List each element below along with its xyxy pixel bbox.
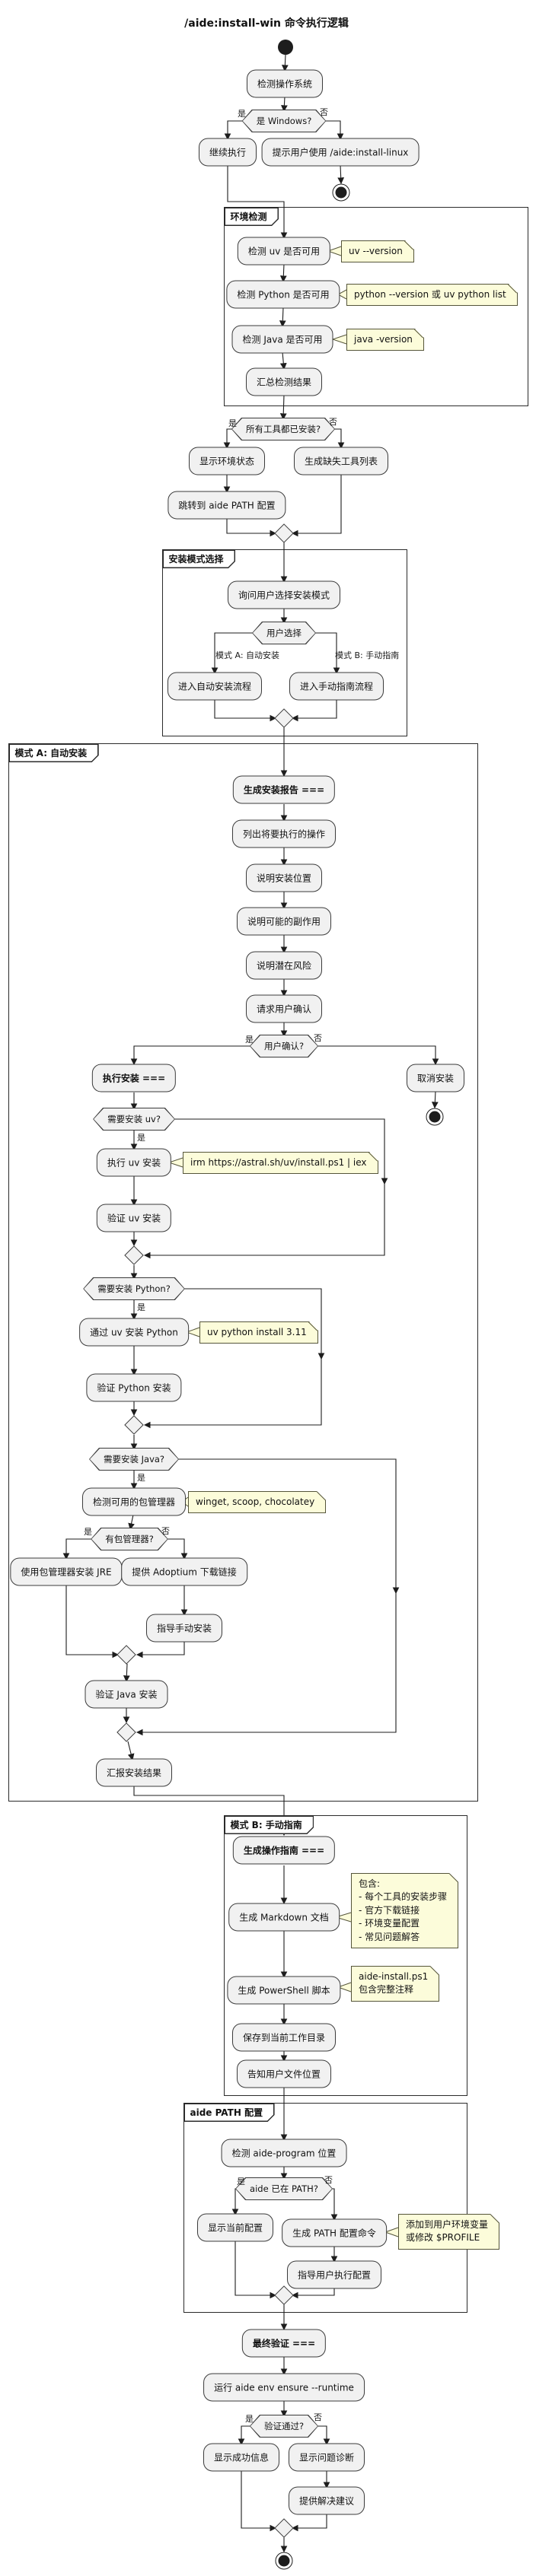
activity-verify-java: 验证 Java 安装: [85, 1680, 168, 1709]
edge-label-yes-confirm: 是: [245, 1035, 254, 1045]
start-node: [278, 40, 293, 55]
note-path-config: 添加到用户环境变量 或修改 $PROFILE: [398, 2214, 500, 2250]
activity-continue-exec: 继续执行: [198, 138, 257, 167]
activity-guide-config: 指导用户执行配置: [286, 2260, 382, 2289]
edge-label-yes-python: 是: [137, 1302, 145, 1312]
activity-cancel-install: 取消安装: [406, 1064, 465, 1092]
activity-check-java: 检测 Java 是否可用: [231, 325, 333, 354]
activity-gen-report: 生成安装报告 ===: [232, 775, 336, 804]
partition-tab-mode-select: 安装模式选择: [162, 549, 235, 568]
activity-check-python: 检测 Python 是否可用: [226, 280, 340, 309]
activity-tell-location: 告知用户文件位置: [236, 2059, 332, 2088]
edge-label-no-all-installed: 否: [329, 417, 337, 427]
decision-verify-pass: 验证通过?: [250, 2415, 318, 2438]
edge-label-no-pkgmgr: 否: [161, 1526, 170, 1536]
decision-is-windows: 是 Windows?: [242, 110, 327, 132]
activity-detect-os: 检测操作系统: [246, 69, 324, 98]
activity-explain-risk: 说明潜在风险: [245, 951, 323, 980]
partition-tab-mode-b: 模式 B: 手动指南: [224, 1815, 314, 1834]
decision-need-python: 需要安装 Python?: [83, 1277, 185, 1300]
edge-label-mode-b: 模式 B: 手动指南: [335, 650, 400, 660]
note-python-version: python --version 或 uv python list: [346, 284, 518, 307]
activity-summarize: 汇总检测结果: [245, 367, 323, 396]
partition-mode-select: [162, 549, 407, 736]
activity-gen-path-cmd: 生成 PATH 配置命令: [282, 2218, 387, 2247]
partition-tab-mode-a: 模式 A: 自动安装: [8, 743, 99, 762]
activity-show-diag: 显示问题诊断: [288, 2443, 365, 2472]
activity-explain-side: 说明可能的副作用: [236, 907, 332, 936]
note-uv-version: uv --version: [341, 240, 414, 263]
note-uv-install-cmd: irm https://astral.sh/uv/install.ps1 | i…: [183, 1152, 378, 1175]
activity-report-result: 汇报安装结果: [95, 1758, 173, 1787]
activity-install-uv: 执行 uv 安装: [96, 1148, 172, 1177]
edge-label-yes-in-path: 是: [237, 2177, 245, 2186]
activity-detect-aide: 检测 aide-program 位置: [221, 2139, 347, 2167]
decision-need-uv: 需要安装 uv?: [93, 1108, 175, 1131]
edge-label-no-in-path: 否: [324, 2175, 333, 2185]
note-uv-python-cmd: uv python install 3.11: [199, 1321, 318, 1344]
activity-detect-pkgmgr: 检测可用的包管理器: [81, 1487, 187, 1516]
decision-user-confirm: 用户确认?: [250, 1035, 318, 1057]
note-pkg-managers: winget, scoop, chocolatey: [188, 1491, 327, 1514]
partition-mode-a: [8, 743, 478, 1802]
activity-ask-mode: 询问用户选择安装模式: [227, 580, 341, 609]
decision-user-choice: 用户选择: [252, 622, 316, 644]
decision-has-pkgmgr: 有包管理器?: [91, 1528, 168, 1550]
activity-verify-uv: 验证 uv 安装: [96, 1204, 172, 1232]
partition-mode-b: [224, 1815, 467, 2096]
activity-exec-install: 执行安装 ===: [91, 1064, 177, 1092]
end-node-final: [275, 2552, 293, 2570]
activity-enter-auto: 进入自动安装流程: [167, 672, 263, 701]
note-md-contents: 包含: - 每个工具的安装步骤 - 官方下载链接 - 环境变量配置 - 常见问题…: [351, 1873, 459, 1948]
end-node-linux: [332, 183, 350, 202]
end-node-cancel: [426, 1108, 444, 1126]
edge-label-no-windows: 否: [320, 107, 328, 117]
edge-label-yes-java: 是: [137, 1473, 145, 1483]
activity-list-ops: 列出将要执行的操作: [231, 819, 337, 848]
activity-gen-ps1: 生成 PowerShell 脚本: [227, 1976, 341, 2005]
decision-aide-in-path: aide 已在 PATH?: [235, 2177, 333, 2200]
activity-missing-list: 生成缺失工具列表: [293, 447, 389, 475]
activity-gen-markdown: 生成 Markdown 文档: [228, 1903, 340, 1932]
activity-run-ensure: 运行 aide env ensure --runtime: [203, 2373, 365, 2402]
activity-use-linux: 提示用户使用 /aide:install-linux: [261, 138, 420, 167]
note-java-version: java -version: [346, 329, 424, 351]
edge-label-yes-uv: 是: [137, 1133, 145, 1143]
activity-explain-loc: 说明安装位置: [245, 863, 323, 892]
edge-label-mode-a: 模式 A: 自动安装: [215, 650, 280, 660]
partition-tab-aide-path: aide PATH 配置: [183, 2103, 275, 2122]
partition-aide-path: [183, 2103, 467, 2313]
activity-save-cwd: 保存到当前工作目录: [231, 2023, 337, 2052]
activity-show-env: 显示环境状态: [188, 447, 266, 475]
partition-env-check: [224, 207, 528, 406]
activity-check-uv: 检测 uv 是否可用: [237, 237, 331, 266]
edge-label-no-pass: 否: [314, 2412, 322, 2422]
activity-gen-guide: 生成操作指南 ===: [232, 1836, 336, 1865]
activity-guide-manual: 指导手动安装: [145, 1614, 223, 1643]
activity-verify-python: 验证 Python 安装: [86, 1373, 182, 1402]
activity-ask-confirm: 请求用户确认: [245, 994, 323, 1023]
edge-label-yes-all-installed: 是: [228, 418, 237, 428]
activity-final-verify: 最终验证 ===: [241, 2329, 327, 2358]
partition-tab-env-check: 环境检测: [224, 207, 279, 226]
activity-install-python: 通过 uv 安装 Python: [79, 1318, 189, 1347]
diagram-title: /aide:install-win 命令执行逻辑: [184, 17, 349, 30]
edge-label-yes-pkgmgr: 是: [84, 1527, 92, 1537]
note-ps1: aide-install.ps1 包含完整注释: [351, 1966, 440, 2002]
activity-offer-fix: 提供解决建议: [288, 2486, 365, 2515]
activity-enter-manual: 进入手动指南流程: [289, 672, 384, 701]
activity-show-config: 显示当前配置: [196, 2213, 274, 2242]
activity-show-success: 显示成功信息: [203, 2443, 280, 2472]
edge-label-yes-pass: 是: [245, 2414, 254, 2424]
decision-need-java: 需要安装 Java?: [89, 1448, 179, 1471]
edge-label-yes-windows: 是: [238, 109, 246, 119]
decision-all-installed: 所有工具都已安装?: [231, 418, 335, 440]
activity-adoptium-link: 提供 Adoptium 下载链接: [121, 1557, 247, 1586]
edge-label-no-confirm: 否: [314, 1033, 322, 1043]
activity-pkgmgr-jre: 使用包管理器安装 JRE: [10, 1557, 123, 1586]
activity-goto-path: 跳转到 aide PATH 配置: [168, 491, 286, 520]
